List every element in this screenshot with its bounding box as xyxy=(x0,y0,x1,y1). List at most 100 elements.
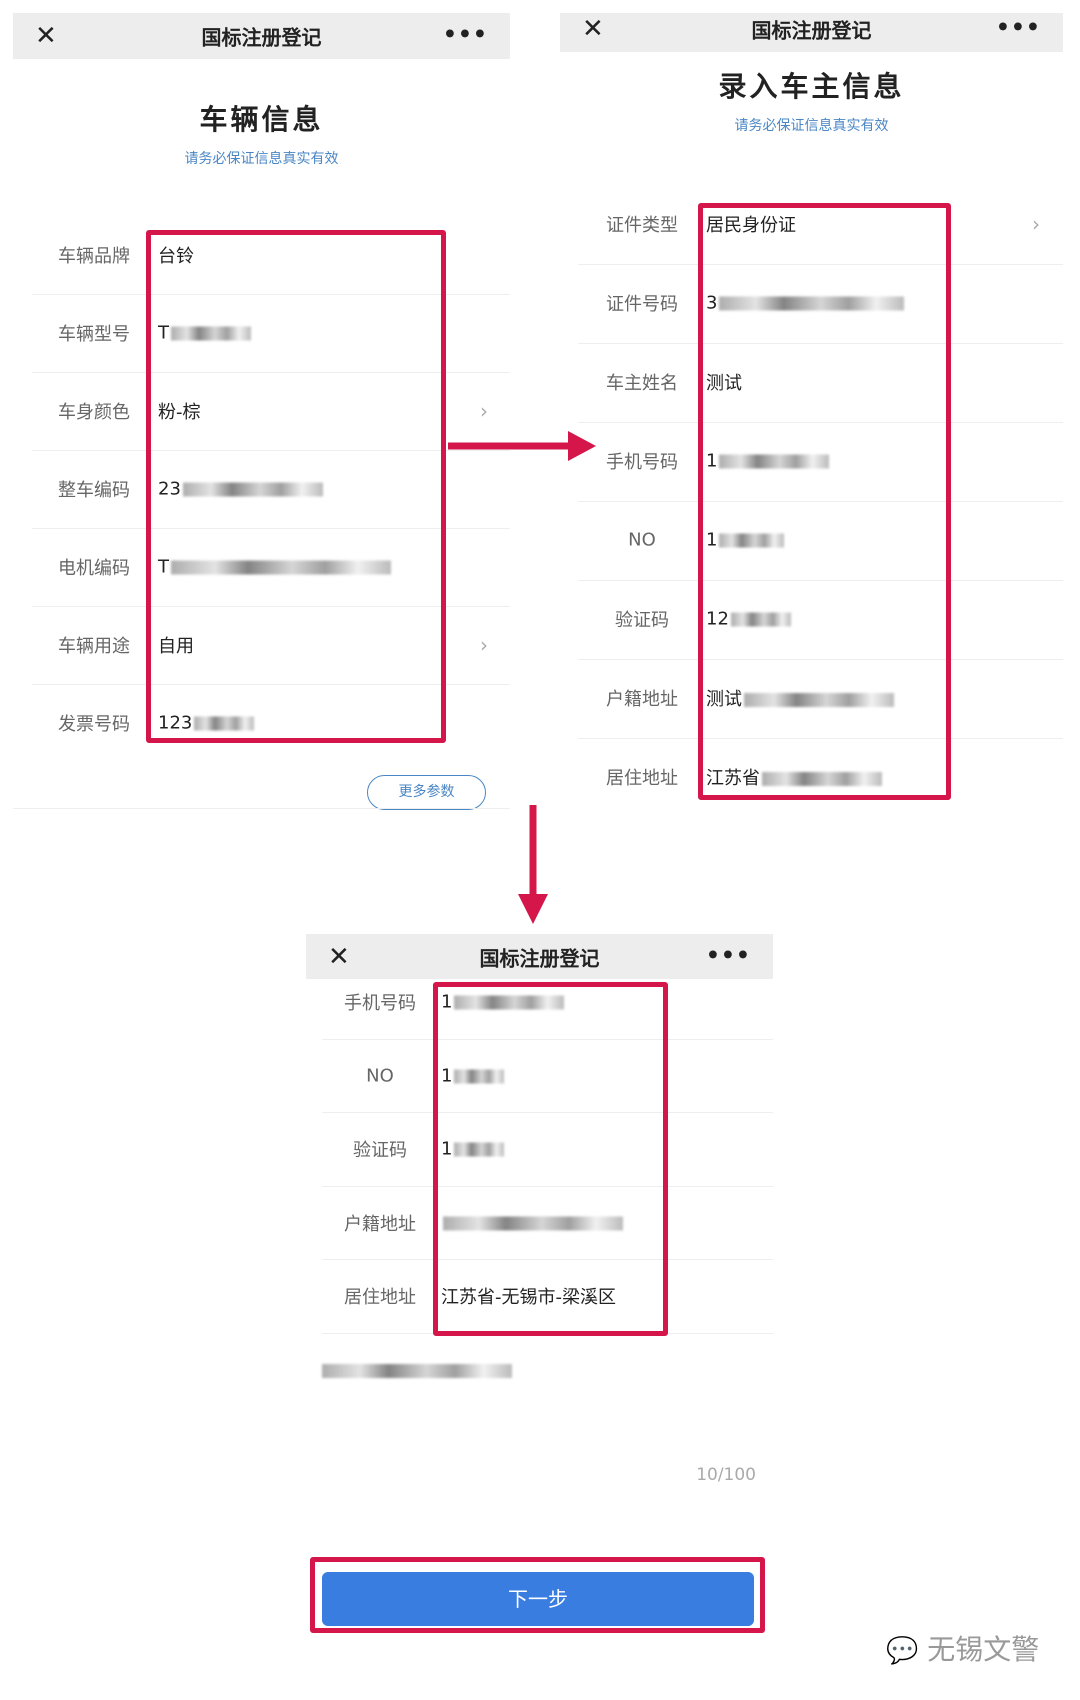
divider xyxy=(13,808,510,809)
field-value[interactable]: 台铃 xyxy=(158,242,194,268)
field-label: 户籍地址 xyxy=(344,1213,416,1235)
field-label: 手机号码 xyxy=(606,452,678,473)
chevron-right-icon[interactable]: › xyxy=(480,399,488,423)
blurred-text xyxy=(719,533,785,548)
page-title: 车辆信息 xyxy=(199,103,324,136)
divider xyxy=(32,606,510,607)
blurred-text xyxy=(719,454,830,469)
highlight-box xyxy=(310,1557,765,1633)
field-value[interactable]: 居民身份证 xyxy=(706,211,796,237)
chevron-right-icon[interactable]: › xyxy=(480,633,488,657)
field-value-text: 江苏省 xyxy=(706,768,760,789)
field-value[interactable]: 江苏省-无锡市-梁溪区 xyxy=(441,1283,616,1309)
field-label: 车主姓名 xyxy=(606,373,678,394)
blurred-text xyxy=(454,1069,505,1083)
field-label: 车身颜色 xyxy=(58,402,130,423)
field-value-text: 测试 xyxy=(706,373,742,394)
divider xyxy=(32,684,510,685)
field-value[interactable]: 12 xyxy=(706,609,791,630)
more-icon[interactable]: ••• xyxy=(995,14,1041,40)
screen1-header: ✕ 国标注册登记 ••• xyxy=(13,13,510,59)
field-value[interactable]: 1 xyxy=(441,1065,505,1086)
blurred-text xyxy=(719,296,905,311)
field-value[interactable]: 测试 xyxy=(706,685,894,711)
field-label: 发票号码 xyxy=(58,714,130,735)
address-textarea[interactable] xyxy=(322,1360,762,1490)
field-label: 验证码 xyxy=(353,1140,407,1161)
field-value[interactable] xyxy=(441,1212,623,1233)
page-title: 录入车主信息 xyxy=(718,70,905,103)
field-value-text: 1 xyxy=(441,991,453,1013)
field-value-text: 123 xyxy=(158,712,193,734)
field-label: NO xyxy=(628,529,656,551)
field-label: 证件号码 xyxy=(606,294,678,315)
highlight-box xyxy=(433,982,668,1336)
divider xyxy=(32,450,510,451)
blurred-text xyxy=(744,693,894,707)
field-value[interactable]: 1 xyxy=(441,991,565,1013)
field-value-text: 1 xyxy=(441,1138,453,1160)
field-value-text: 江苏省-无锡市-梁溪区 xyxy=(441,1287,616,1308)
more-icon[interactable]: ••• xyxy=(442,22,488,48)
close-icon[interactable]: ✕ xyxy=(582,13,604,44)
divider xyxy=(578,342,1063,344)
wechat-icon: 💬 xyxy=(886,1636,919,1666)
divider xyxy=(322,1038,773,1040)
field-value[interactable]: 江苏省 xyxy=(706,764,882,790)
field-value[interactable]: T xyxy=(158,323,251,344)
blurred-text xyxy=(194,716,255,731)
divider xyxy=(32,372,510,373)
field-value-text: 23 xyxy=(158,478,181,500)
char-counter: 10/100 xyxy=(696,1465,756,1485)
screen3-header: ✕ 国标注册登记 ••• xyxy=(306,934,773,979)
field-value-text: 粉-棕 xyxy=(158,402,201,423)
highlight-box xyxy=(698,203,951,800)
field-label: 证件类型 xyxy=(606,215,678,236)
header-title: 国标注册登记 xyxy=(751,18,872,43)
field-value[interactable]: 3 xyxy=(706,292,905,314)
blurred-text xyxy=(322,1363,512,1378)
close-icon[interactable]: ✕ xyxy=(35,21,57,51)
page-subtitle: 请务必保证信息真实有效 xyxy=(184,151,339,167)
divider xyxy=(578,500,1063,502)
field-value-text: T xyxy=(158,322,169,344)
field-value[interactable]: 23 xyxy=(158,479,323,500)
field-label: 手机号码 xyxy=(344,993,416,1014)
field-label: 车辆用途 xyxy=(58,636,130,657)
watermark: 💬 无锡文警 xyxy=(886,1628,1039,1668)
more-icon[interactable]: ••• xyxy=(705,942,751,968)
field-label: 车辆品牌 xyxy=(58,246,130,267)
page-subtitle: 请务必保证信息真实有效 xyxy=(734,118,889,134)
divider xyxy=(32,294,510,295)
field-value-text: 1 xyxy=(706,529,718,551)
field-value-text: 台铃 xyxy=(158,246,194,267)
field-value-text: 3 xyxy=(706,292,718,314)
more-params-button[interactable]: 更多参数 xyxy=(367,775,486,810)
field-label: 电机编码 xyxy=(58,558,130,579)
field-value-text: 12 xyxy=(706,608,729,630)
field-value[interactable]: 自用 xyxy=(158,632,194,658)
field-label: NO xyxy=(366,1065,394,1086)
screen2-header: ✕ 国标注册登记 ••• xyxy=(560,13,1063,52)
header-title: 国标注册登记 xyxy=(201,25,322,50)
field-value[interactable]: 123 xyxy=(158,712,255,734)
field-label: 整车编码 xyxy=(58,480,130,501)
field-value[interactable]: T xyxy=(158,557,391,578)
header-title: 国标注册登记 xyxy=(479,946,600,970)
field-value-text: T xyxy=(158,556,169,578)
close-icon[interactable]: ✕ xyxy=(328,941,350,972)
field-value[interactable]: 1 xyxy=(706,529,785,551)
field-value[interactable]: 测试 xyxy=(706,369,742,395)
arrow-right-icon xyxy=(448,431,596,461)
field-value[interactable]: 1 xyxy=(706,451,830,472)
blurred-text xyxy=(182,482,323,497)
next-button[interactable]: 下一步 xyxy=(322,1572,754,1626)
field-label: 居住地址 xyxy=(344,1287,416,1308)
chevron-right-icon[interactable]: › xyxy=(1032,212,1040,236)
divider xyxy=(32,528,510,529)
field-value[interactable]: 粉-棕 xyxy=(158,398,201,424)
field-value[interactable]: 1 xyxy=(441,1138,505,1160)
divider xyxy=(322,1185,773,1187)
divider xyxy=(578,263,1063,265)
field-label: 车辆型号 xyxy=(58,324,130,345)
